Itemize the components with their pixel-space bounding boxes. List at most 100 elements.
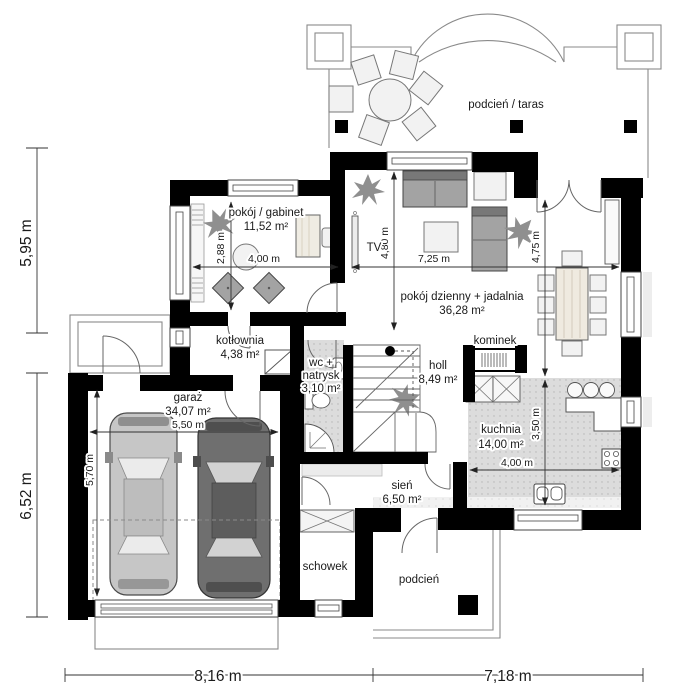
dim-kitchen-width: 4,00 m	[501, 457, 533, 469]
tv-unit	[351, 211, 359, 273]
dim-office-width: 4,00 m	[248, 253, 280, 265]
garage-door	[94, 599, 279, 618]
dim-office-height: 2,88 m	[215, 232, 227, 264]
exterior-strip-right-2	[643, 397, 652, 427]
boiler	[264, 349, 293, 375]
shower	[304, 423, 335, 454]
room-area-office: 11,52 m²	[244, 221, 289, 233]
dim-exterior-left-bottom: 6,52 m	[18, 472, 35, 519]
label-fireplace: kominek	[474, 335, 517, 347]
kitchen-sink	[533, 483, 566, 505]
wardrobe-x	[299, 509, 355, 533]
room-area-boiler: 4,38 m²	[221, 349, 260, 361]
side-table	[473, 171, 507, 201]
exterior-strip-right-1	[643, 272, 652, 337]
interior-dimensions	[89, 171, 620, 597]
kitchen-floor-strip	[373, 497, 621, 508]
room-label-storage: schowek	[303, 561, 348, 573]
walls	[68, 120, 643, 620]
dim-garage-width: 5,50 m	[172, 419, 204, 431]
window-office-left	[169, 205, 191, 301]
window-schowek-bottom	[314, 599, 343, 618]
window-boiler-left	[169, 327, 191, 348]
dim-living-height: 4,80 m	[379, 227, 391, 259]
door-office	[306, 282, 338, 314]
labels: pokój / gabinet 11,52 m² 2,88 m 4,00 m p…	[16, 97, 546, 687]
door-boiler	[227, 325, 251, 349]
exterior-dimensions	[26, 147, 644, 682]
door-garage-hall	[301, 476, 331, 506]
furniture	[92, 49, 622, 609]
terrace-pillar-left	[306, 24, 352, 70]
stove	[601, 448, 622, 469]
coffee-table	[423, 221, 459, 253]
room-label-wc-2: natrysk	[302, 370, 339, 382]
door-wc	[307, 339, 337, 369]
entry-mat	[301, 463, 383, 477]
window-dining-right	[620, 271, 642, 338]
cabinet-x-2	[492, 375, 521, 403]
fireplace	[471, 348, 519, 372]
dim-garage-height: 5,70 m	[84, 454, 96, 486]
room-label-porch: podcień	[399, 574, 439, 586]
room-label-office: pokój / gabinet	[229, 207, 305, 219]
dim-exterior-left-top: 5,95 m	[18, 219, 35, 266]
door-boiler-garage	[224, 390, 261, 427]
door-front-entry	[401, 517, 438, 554]
podcien-outline-inner	[373, 520, 494, 631]
plant-icon	[352, 174, 385, 205]
room-label-wc-1: wc +	[308, 357, 333, 369]
terrace-column	[624, 120, 637, 133]
terrace-arch-outer	[410, 13, 565, 63]
room-area-living: 36,28 m²	[439, 305, 485, 317]
dim-living-height-2: 4,75 m	[530, 231, 542, 263]
terrace-dining-set	[328, 49, 444, 147]
terrace-outline	[306, 13, 662, 178]
toilet	[304, 391, 331, 410]
window-kitchen-right	[620, 396, 642, 428]
terrace-table	[368, 78, 412, 122]
podcien-outline-outer	[373, 512, 501, 639]
window-office-top	[227, 179, 299, 197]
side-porch	[69, 314, 171, 374]
room-label-hall: holl	[429, 360, 447, 372]
terrace-pillar-right-inner	[624, 32, 654, 62]
door-side-entry	[102, 335, 141, 374]
terrace-column	[510, 120, 523, 133]
dim-kitchen-height: 3,50 m	[530, 408, 542, 440]
room-label-boiler: kotłownia	[216, 335, 265, 347]
room-label-terrace: podcień / taras	[468, 99, 544, 111]
room-area-wc: 3,10 m²	[302, 383, 341, 395]
sofa-vertical	[471, 206, 508, 272]
window-living-top	[386, 151, 473, 171]
room-area-garage: 34,07 m²	[165, 406, 211, 418]
terrace-pillar-right	[616, 24, 662, 70]
car-dark	[193, 417, 274, 599]
armchair-2	[252, 271, 286, 305]
room-area-vestibule: 6,50 m²	[383, 494, 422, 506]
room-label-garage: garaż	[174, 392, 203, 404]
desk	[295, 214, 321, 258]
open-door-leaf	[604, 199, 620, 265]
terrace-pillar-left-inner	[314, 32, 344, 62]
room-label-kitchen: kuchnia	[481, 424, 521, 436]
label-tv: TV	[367, 242, 382, 254]
room-area-hall: 8,49 m²	[419, 374, 458, 386]
staircase	[352, 344, 437, 453]
windows	[94, 151, 642, 618]
stair-newel	[385, 346, 395, 356]
door-hall	[424, 463, 451, 490]
terrace-arch-inner	[418, 39, 557, 63]
armchair-1	[211, 271, 245, 305]
window-kitchen-bottom	[513, 509, 583, 531]
door-terrace-double	[536, 179, 602, 213]
car-light	[105, 412, 182, 596]
radiator	[190, 203, 205, 303]
side-porch-inner	[77, 321, 163, 367]
room-area-kitchen: 14,00 m²	[478, 439, 524, 451]
dim-exterior-bottom-left: 8,16 m	[194, 668, 241, 685]
room-label-vestibule: sień	[391, 480, 412, 492]
terrace-column	[335, 120, 348, 133]
dim-exterior-bottom-right: 7,18 m	[484, 668, 531, 685]
